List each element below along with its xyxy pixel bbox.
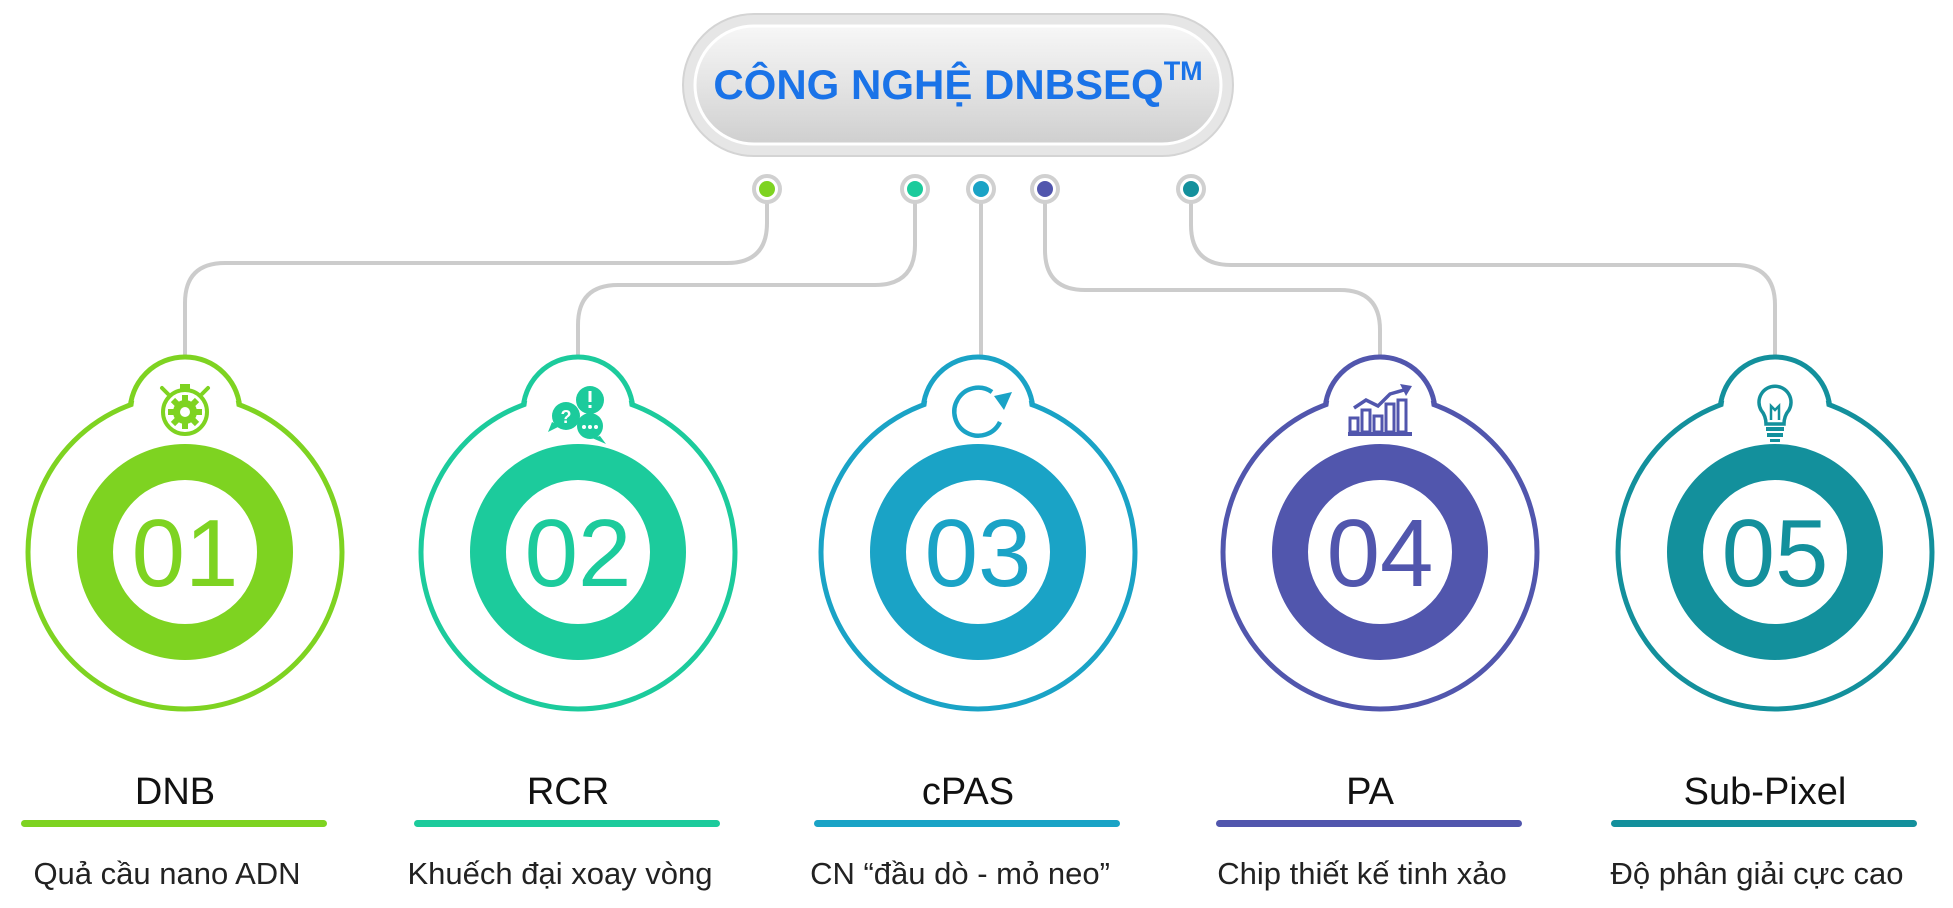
inner-ring: [1272, 444, 1488, 660]
connector-line: [1189, 189, 1777, 358]
step-description: Khuếch đại xoay vòng: [407, 856, 712, 891]
step-number: 04: [1327, 500, 1434, 607]
step-name: DNB: [135, 771, 215, 813]
connector-line: [1043, 189, 1382, 358]
connector-dots: [752, 174, 1206, 204]
step-name: Sub-Pixel: [1684, 771, 1847, 813]
step-description: Quả cầu nano ADN: [33, 856, 300, 891]
step-underline: [1216, 820, 1522, 827]
step-card-03: 03 cPAS CN “đầu dò - mỏ neo”: [810, 354, 1138, 891]
header-title: CÔNG NGHỆ DNBSEQTM: [713, 56, 1202, 108]
trademark-mark: TM: [1164, 56, 1203, 86]
header-pill: CÔNG NGHỆ DNBSEQTM: [682, 13, 1234, 157]
step-number: 05: [1722, 500, 1829, 607]
bar-chart-trend-icon: [1348, 384, 1412, 436]
step-description: Chip thiết kế tinh xảo: [1217, 856, 1507, 891]
connector-dot: [900, 174, 930, 204]
light-bulb-icon: [1757, 384, 1793, 442]
step-underline: [21, 820, 327, 827]
rotate-arrow-icon: [952, 385, 1012, 438]
step-name: cPAS: [922, 771, 1014, 813]
connector-line: [576, 189, 917, 358]
connector-dot: [966, 174, 996, 204]
speech-bubbles-icon: ?: [548, 386, 606, 444]
inner-ring: [1667, 444, 1883, 660]
step-number: 03: [925, 500, 1032, 607]
step-name: RCR: [527, 771, 609, 813]
connector-dot: [1176, 174, 1206, 204]
step-number: 02: [525, 500, 632, 607]
connector-line: [183, 189, 769, 358]
step-underline: [1611, 820, 1917, 827]
svg-text:?: ?: [561, 407, 572, 427]
step-underline: [414, 820, 720, 827]
header-title-text: CÔNG NGHỆ DNBSEQ: [713, 60, 1163, 108]
inner-ring: [470, 444, 686, 660]
step-name: PA: [1346, 771, 1395, 813]
step-number: 01: [132, 500, 239, 607]
connector-dot: [1030, 174, 1060, 204]
step-description: CN “đầu dò - mỏ neo”: [810, 856, 1110, 891]
inner-ring: [870, 444, 1086, 660]
connector-lines: [183, 189, 1777, 358]
inner-ring: [77, 444, 293, 660]
connector-dot: [752, 174, 782, 204]
step-underline: [814, 820, 1120, 827]
step-description: Độ phân giải cực cao: [1610, 856, 1903, 891]
